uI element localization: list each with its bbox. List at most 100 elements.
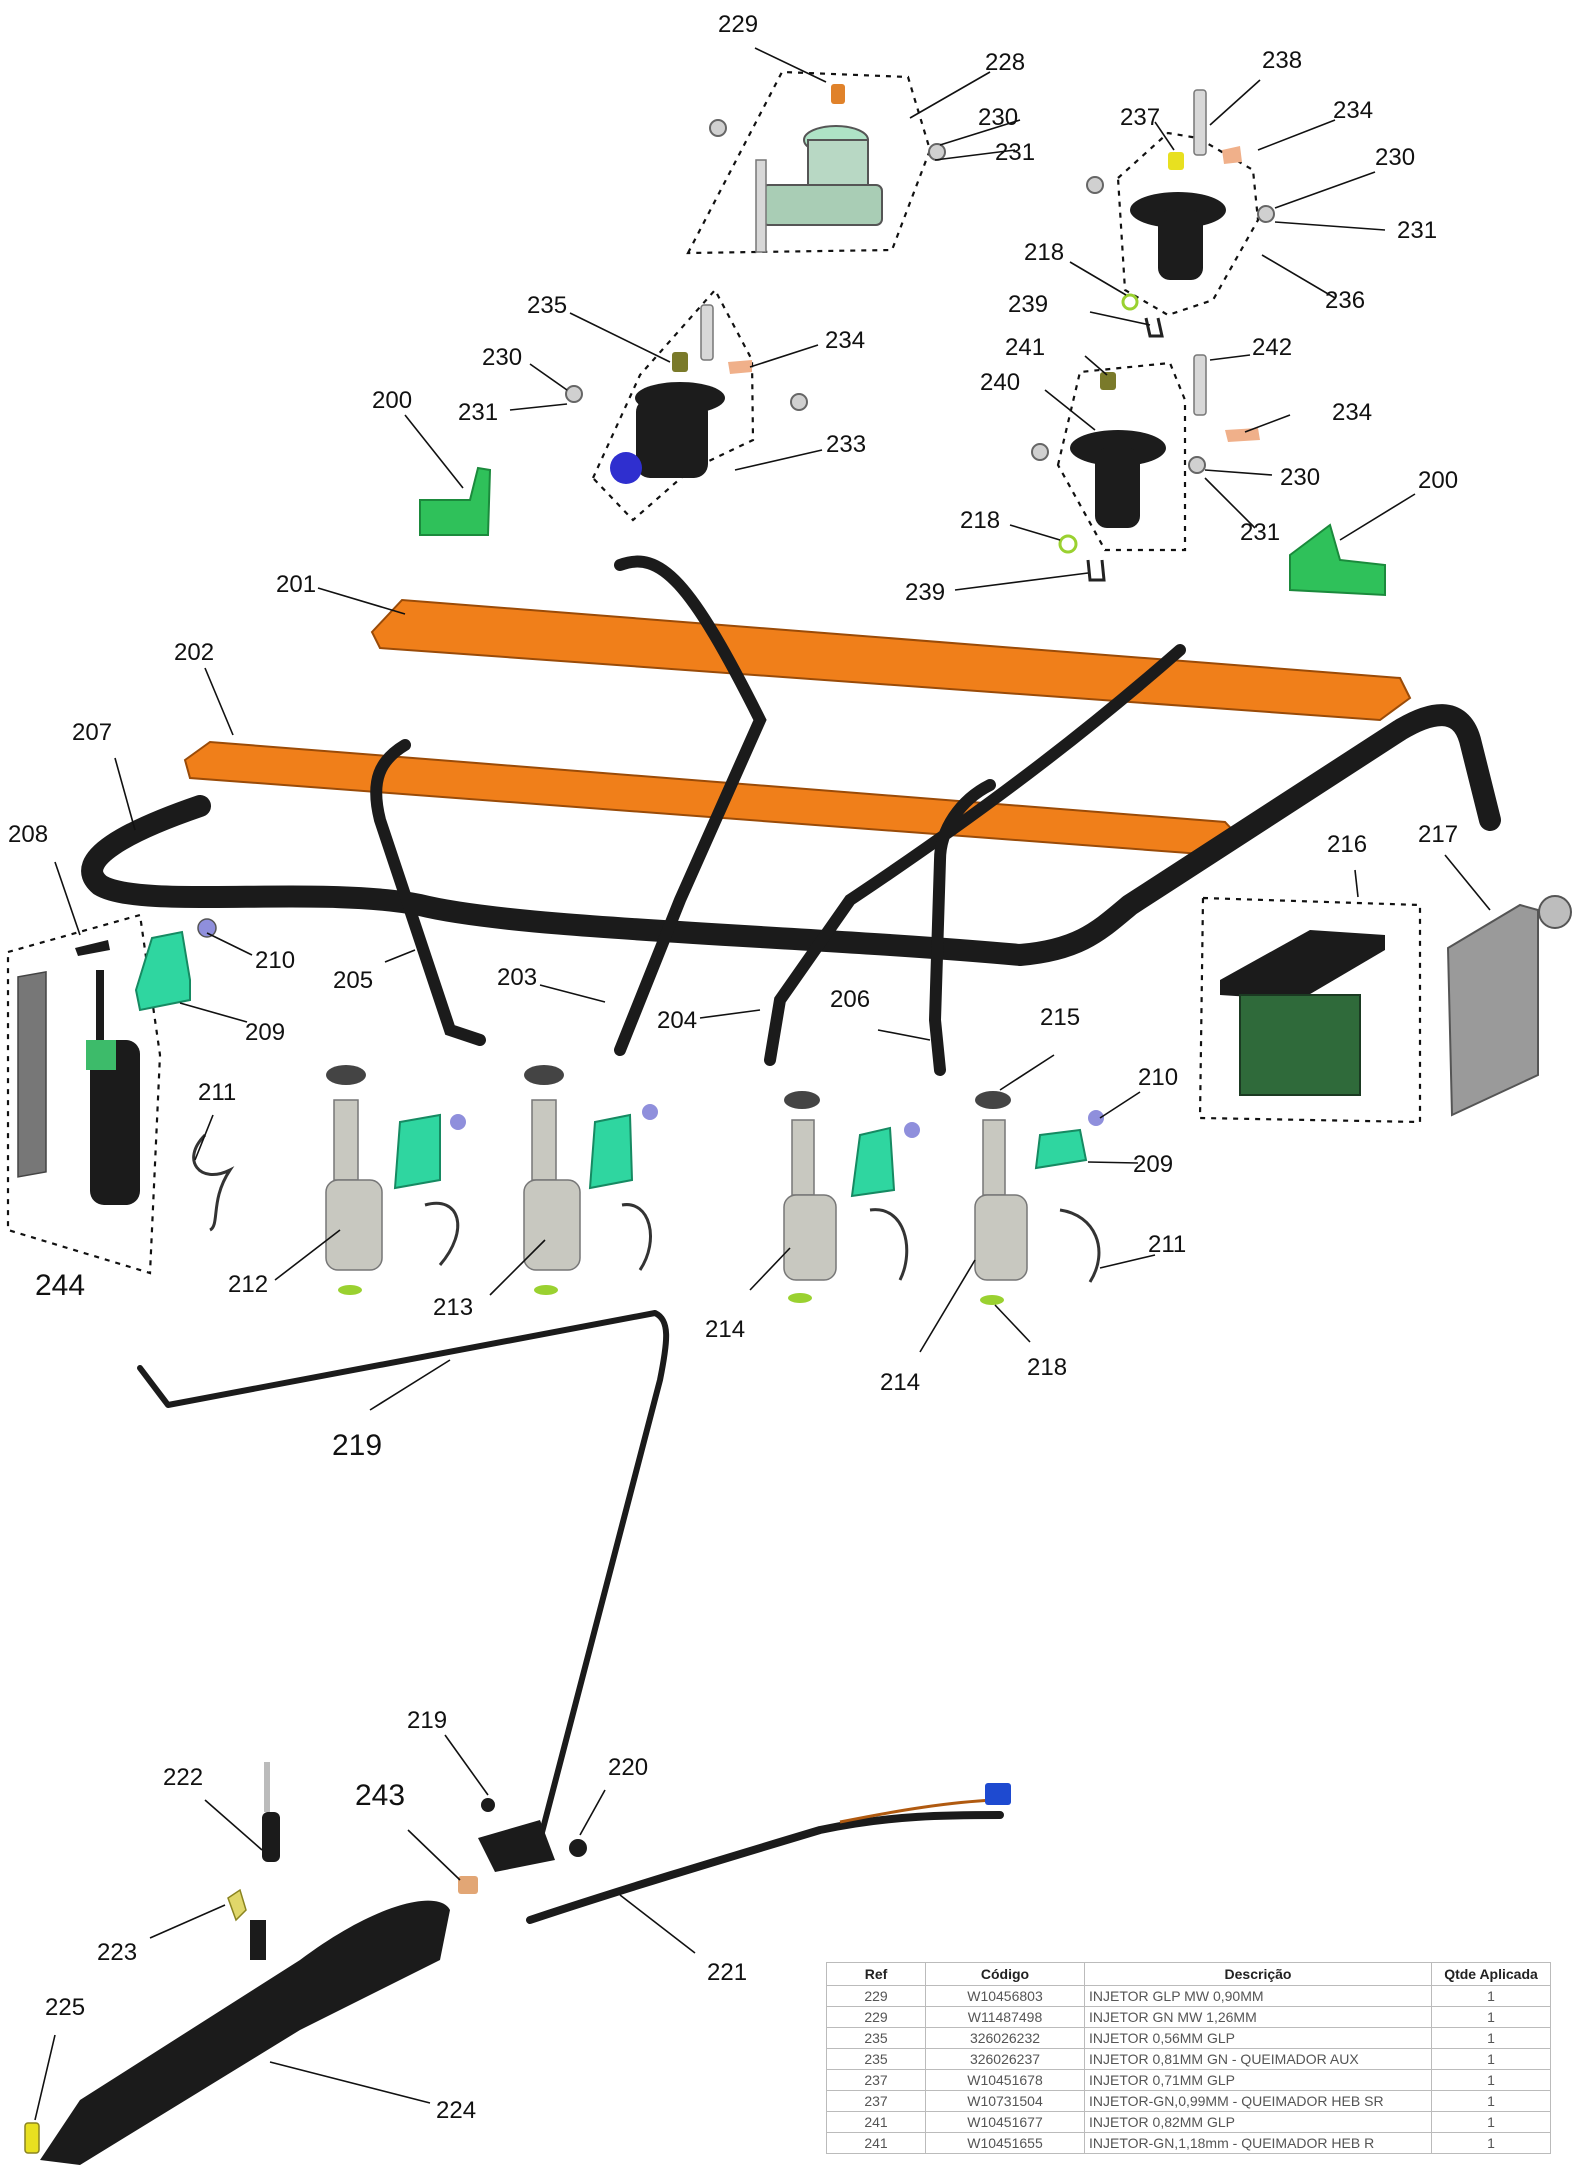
valve-244 bbox=[86, 970, 140, 1205]
spring-211-d bbox=[869, 1208, 909, 1281]
cell-ref: 241 bbox=[826, 2132, 926, 2154]
callout-223: 223 bbox=[97, 1939, 137, 1966]
callout-214: 214 bbox=[705, 1316, 745, 1343]
callout-228: 228 bbox=[985, 49, 1025, 76]
cell-descricao: INJETOR 0,81MM GN - QUEIMADOR AUX bbox=[1084, 2048, 1432, 2070]
callout-204: 204 bbox=[657, 1007, 697, 1034]
callout-218: 218 bbox=[1027, 1354, 1067, 1381]
cell-codigo: W10731504 bbox=[925, 2090, 1085, 2112]
callout-213: 213 bbox=[433, 1294, 473, 1321]
group-outline-228 bbox=[686, 70, 932, 255]
callout-222: 222 bbox=[163, 1764, 203, 1791]
valve-214-b bbox=[974, 1091, 1028, 1305]
callout-211: 211 bbox=[1148, 1231, 1186, 1258]
rail-201 bbox=[370, 598, 1412, 722]
header-codigo: Código bbox=[925, 1962, 1085, 1986]
callout-207: 207 bbox=[72, 719, 112, 746]
screw-230-g bbox=[565, 385, 583, 403]
injector-241 bbox=[1100, 372, 1116, 390]
callout-241: 241 bbox=[1005, 334, 1045, 361]
electrode-233 bbox=[700, 304, 714, 361]
callout-218: 218 bbox=[960, 507, 1000, 534]
mounting-plate-217 bbox=[1446, 895, 1572, 1117]
callout-234: 234 bbox=[1333, 97, 1373, 124]
plate-234-c bbox=[728, 360, 752, 374]
cell-descricao: INJETOR 0,71MM GLP bbox=[1084, 2069, 1432, 2091]
callout-231: 231 bbox=[1397, 217, 1437, 244]
plate-234-a bbox=[1222, 146, 1242, 164]
callout-220: 220 bbox=[608, 1754, 648, 1781]
burner-base-228 bbox=[761, 125, 883, 226]
cell-qtde: 1 bbox=[1431, 2048, 1551, 2070]
cell-descricao: INJETOR GLP MW 0,90MM bbox=[1084, 1985, 1432, 2007]
screw-230-h bbox=[790, 393, 808, 411]
screw-230-b bbox=[928, 143, 946, 161]
nut-220-b bbox=[569, 1839, 587, 1857]
spring-211-c bbox=[621, 1203, 652, 1271]
callout-219: 219 bbox=[332, 1429, 382, 1462]
bracket-200-left bbox=[419, 466, 492, 536]
part-208 bbox=[75, 940, 110, 956]
cell-qtde: 1 bbox=[1431, 2090, 1551, 2112]
tube-203 bbox=[614, 555, 767, 1056]
group-outline-244 bbox=[6, 913, 162, 1275]
callout-214: 214 bbox=[880, 1369, 920, 1396]
cell-codigo: W10451678 bbox=[925, 2069, 1085, 2091]
group-outline-240 bbox=[1056, 361, 1187, 552]
callout-234: 234 bbox=[825, 327, 865, 354]
cell-descricao: INJETOR 0,82MM GLP bbox=[1084, 2111, 1432, 2133]
tube-204 bbox=[764, 644, 1186, 1066]
valve-212 bbox=[325, 1065, 383, 1295]
callout-239: 239 bbox=[905, 579, 945, 606]
cell-codigo: W10451677 bbox=[925, 2111, 1085, 2133]
seal-218-a bbox=[1121, 293, 1139, 311]
spark-plug-222 bbox=[262, 1762, 280, 1862]
callout-216: 216 bbox=[1327, 831, 1367, 858]
callout-218: 218 bbox=[1024, 239, 1064, 266]
header-ref: Ref bbox=[826, 1962, 926, 1986]
callout-210: 210 bbox=[255, 947, 295, 974]
callout-233: 233 bbox=[826, 431, 866, 458]
callout-230: 230 bbox=[978, 104, 1018, 131]
callout-211: 211 bbox=[198, 1079, 236, 1106]
callout-229: 229 bbox=[718, 11, 758, 38]
bracket-200-right bbox=[1289, 523, 1386, 597]
callout-231: 231 bbox=[995, 139, 1035, 166]
cell-codigo: W11487498 bbox=[925, 2006, 1085, 2028]
cell-codigo: 326026232 bbox=[925, 2027, 1085, 2049]
screw-230-e bbox=[1031, 443, 1049, 461]
cell-ref: 235 bbox=[826, 2048, 926, 2070]
callout-239: 239 bbox=[1008, 291, 1048, 318]
cell-ref: 229 bbox=[826, 2006, 926, 2028]
group-outline-233 bbox=[591, 288, 755, 522]
burner-body-233 bbox=[610, 382, 725, 484]
fitting-219 bbox=[478, 1820, 555, 1872]
screw-210-c bbox=[642, 1104, 658, 1120]
electrode-238 bbox=[1193, 89, 1207, 156]
burner-body-236 bbox=[1130, 192, 1226, 280]
callout-219: 219 bbox=[407, 1707, 447, 1734]
callout-243: 243 bbox=[355, 1779, 405, 1812]
plate-234-b bbox=[1225, 428, 1260, 442]
clip-209-d bbox=[850, 1126, 896, 1198]
cell-qtde: 1 bbox=[1431, 2006, 1551, 2028]
cell-ref: 229 bbox=[826, 1985, 926, 2007]
callout-237: 237 bbox=[1120, 104, 1160, 131]
callout-231: 231 bbox=[458, 399, 498, 426]
cell-ref: 235 bbox=[826, 2027, 926, 2049]
callout-224: 224 bbox=[436, 2097, 476, 2124]
electrode-pin-228 bbox=[755, 159, 767, 253]
cell-qtde: 1 bbox=[1431, 2132, 1551, 2154]
seal-218-b bbox=[1058, 534, 1078, 554]
leader-lines bbox=[34, 47, 1491, 2121]
cell-ref: 237 bbox=[826, 2069, 926, 2091]
tube-219 bbox=[137, 1310, 670, 1843]
